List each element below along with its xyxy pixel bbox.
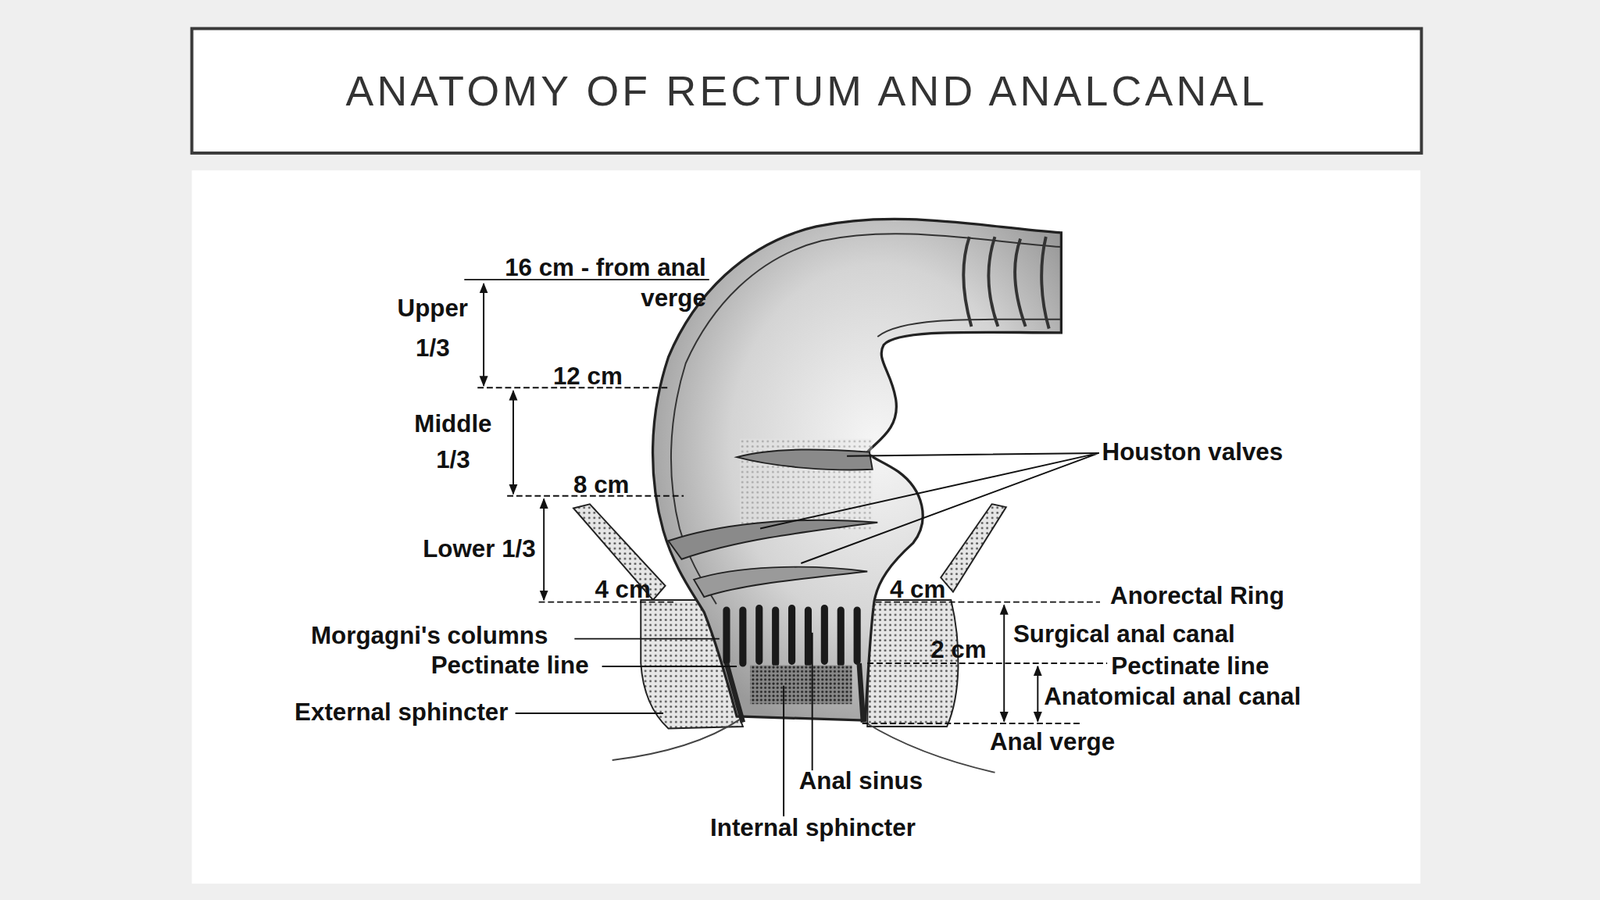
serosa-line — [671, 233, 1061, 604]
dimension-arrow — [1036, 666, 1039, 722]
part-label: Lower 1/3 — [422, 533, 536, 565]
image-panel — [192, 170, 1422, 884]
part-label: Pectinate line — [431, 650, 590, 681]
part-label: 4 cm — [889, 574, 946, 605]
part-label: 4 cm — [594, 574, 650, 605]
part-label: Houston valves — [1102, 436, 1284, 468]
part-label: Anatomical anal canal — [1043, 681, 1301, 712]
part-label: Morgagni's columns — [310, 620, 548, 651]
dimension-arrow — [542, 499, 545, 600]
part-label: Upper 1/3 — [385, 289, 480, 369]
part-label: Surgical anal canal — [1013, 618, 1236, 650]
dimension-arrow — [482, 283, 485, 386]
part-label: Anal sinus — [799, 765, 923, 797]
anal-columns — [726, 607, 858, 664]
leader-line — [811, 632, 814, 771]
dimension-arrow — [512, 390, 515, 494]
part-label: Internal sphincter — [710, 812, 916, 843]
part-label: External sphincter — [294, 696, 508, 728]
houston-valve — [693, 567, 868, 597]
part-label: 16 cm - from anal verge — [439, 252, 707, 314]
haustra-folds — [963, 236, 1050, 329]
title-box: ANATOMY OF RECTUM AND ANALCANAL — [192, 28, 1422, 154]
part-label: Pectinate line — [1110, 650, 1269, 682]
diagram-title: ANATOMY OF RECTUM AND ANALCANAL — [345, 67, 1268, 115]
skin-line — [865, 722, 996, 773]
levator-ani — [940, 503, 1007, 592]
cut-end — [1060, 232, 1063, 333]
internal-sphincter — [726, 663, 864, 723]
leader-line — [602, 665, 737, 668]
part-label: 12 cm — [553, 360, 623, 392]
part-label: 8 cm — [573, 469, 629, 500]
leader-line — [515, 712, 664, 715]
leader-line — [782, 685, 785, 817]
part-label: 2 cm — [930, 634, 986, 665]
anal-verge-line — [862, 722, 1083, 725]
title-frame — [192, 28, 1422, 154]
part-label: Anal verge — [989, 726, 1115, 758]
anal-sinus — [750, 665, 853, 705]
pectinate-line — [867, 662, 1108, 665]
houston-valve — [736, 449, 873, 470]
rectum-wall — [653, 218, 1062, 721]
part-label: Middle 1/3 — [402, 406, 505, 478]
skin-line — [612, 719, 740, 761]
leader-line — [574, 638, 719, 640]
dimension-arrow — [1003, 605, 1005, 722]
part-label: Anorectal Ring — [1110, 580, 1285, 611]
leader-line — [760, 453, 1100, 564]
